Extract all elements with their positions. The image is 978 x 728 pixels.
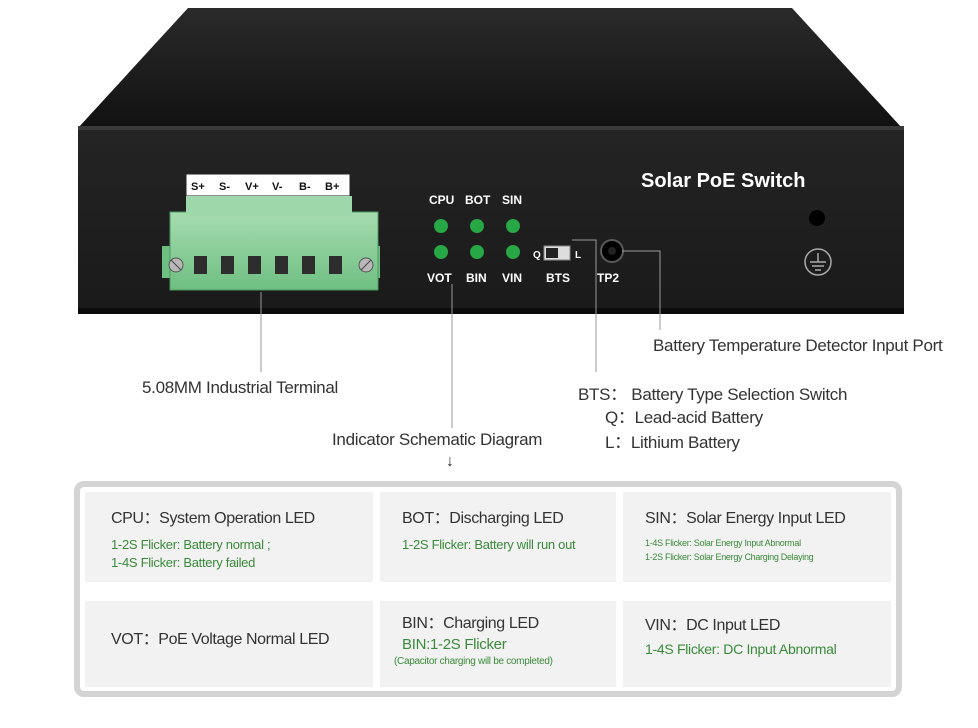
terminal-label: B- (299, 181, 311, 193)
bts-label: BTS (546, 271, 570, 285)
callout-terminal: 5.08MM Industrial Terminal (142, 378, 338, 397)
led-array (434, 219, 520, 259)
led-label-vot: VOT (427, 271, 452, 285)
led-label-cpu: CPU (429, 193, 454, 207)
legend-cell-vot: VOT：PoE Voltage Normal LED (85, 601, 373, 687)
led-sin (506, 219, 520, 233)
led-label-sin: SIN (502, 193, 522, 207)
bts-switch: Q L BTS (533, 245, 581, 285)
terminal-label: B+ (325, 181, 339, 193)
legend-title: VOT：PoE Voltage Normal LED (111, 631, 330, 648)
legend-detail: 1-2S Flicker: Battery normal ; 1-4S Flic… (111, 537, 271, 570)
led-bin (470, 245, 484, 259)
callout-bts: BTS： Battery Type Selection Switch (578, 385, 848, 404)
legend-title: BIN：Charging LED (402, 615, 539, 632)
device-hole (809, 210, 825, 226)
terminal-label: V+ (245, 181, 259, 193)
callout-temp-port: Battery Temperature Detector Input Port (653, 336, 943, 355)
led-labels-bottom: VOT BIN VIN (427, 271, 522, 285)
legend-title: SIN：Solar Energy Input LED (645, 510, 846, 527)
led-cpu (434, 219, 448, 233)
legend-cell-bot: BOT：Discharging LED 1-2S Flicker: Batter… (380, 492, 616, 582)
industrial-terminal-block (162, 173, 380, 291)
terminal-label: S- (219, 181, 230, 193)
legend-cell-sin: SIN：Solar Energy Input LED 1-4S Flicker:… (623, 492, 891, 582)
tp2-port: TP2 (597, 239, 624, 285)
legend-detail: 1-4S Flicker: DC Input Abnormal (645, 641, 837, 657)
led-vin (506, 245, 520, 259)
terminal-label: S+ (191, 181, 205, 193)
legend-title: VIN：DC Input LED (645, 617, 780, 634)
legend-detail-note: (Capacitor charging will be completed) (394, 656, 553, 667)
switch-q-label: Q (533, 250, 541, 261)
led-label-bot: BOT (465, 193, 491, 207)
switch-l-label: L (575, 250, 581, 261)
legend-cell-bin: BIN：Charging LED BIN:1-2S Flicker (Capac… (380, 601, 616, 687)
leader-lines (260, 239, 661, 428)
callout-l: L：Lithium Battery (605, 433, 740, 452)
led-vot (434, 245, 448, 259)
led-bot (470, 219, 484, 233)
callout-q: Q：Lead-acid Battery (605, 408, 763, 427)
device-top-face (78, 8, 902, 128)
terminal-label: V- (272, 181, 283, 193)
arrow-down-icon: ↓ (446, 453, 454, 470)
legend-cell-vin: VIN：DC Input LED 1-4S Flicker: DC Input … (623, 601, 891, 687)
legend-title: CPU：System Operation LED (111, 510, 315, 527)
legend-title: BOT：Discharging LED (402, 510, 564, 527)
led-legend-table: CPU：System Operation LED 1-2S Flicker: B… (74, 481, 902, 697)
device-title: Solar PoE Switch (641, 170, 805, 192)
led-label-bin: BIN (466, 271, 487, 285)
callout-indicator: Indicator Schematic Diagram (332, 430, 543, 449)
legend-detail: BIN:1-2S Flicker (402, 636, 507, 653)
device-illustration: S+ S- V+ V- B- B+ CPU BOT SIN VOT BIN VI… (78, 8, 904, 428)
legend-detail: 1-4S Flicker: Solar Energy Input Abnorma… (645, 538, 814, 562)
tp2-label: TP2 (597, 271, 619, 285)
led-label-vin: VIN (502, 271, 522, 285)
terminal-labels: S+ S- V+ V- B- B+ (191, 181, 339, 193)
ground-icon (804, 248, 832, 276)
legend-cell-cpu: CPU：System Operation LED 1-2S Flicker: B… (85, 492, 373, 582)
legend-detail: 1-2S Flicker: Battery will run out (402, 537, 576, 552)
led-labels-top: CPU BOT SIN (429, 193, 522, 207)
